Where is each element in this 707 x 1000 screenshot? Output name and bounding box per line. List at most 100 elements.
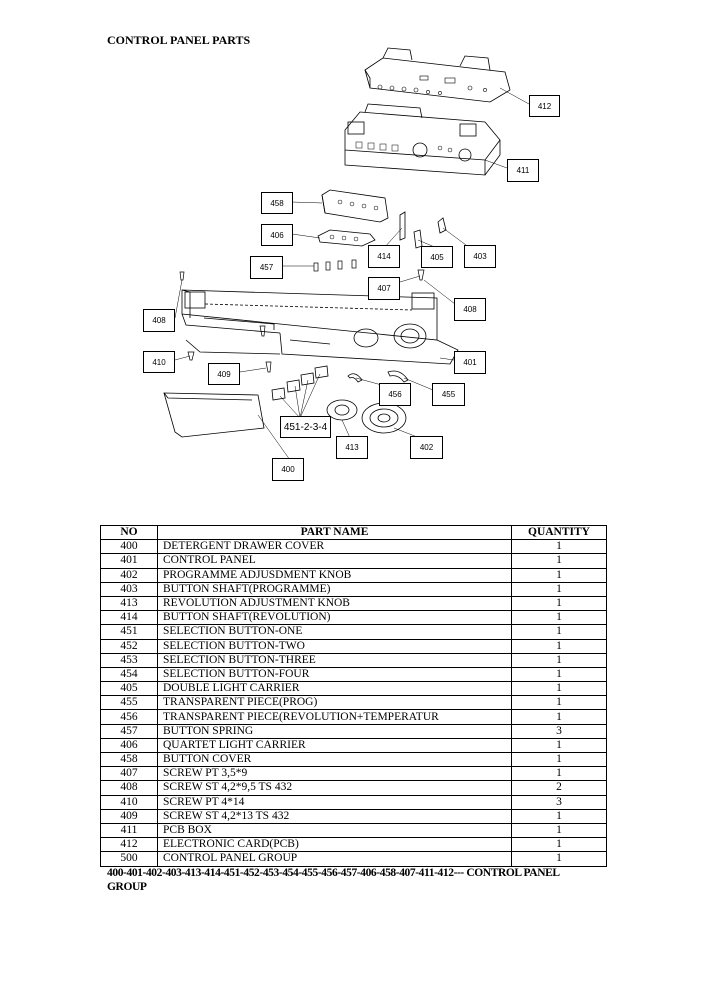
part-number-cell: 406 bbox=[100, 737, 158, 754]
callout-412: 412 bbox=[529, 95, 560, 117]
quantity-cell: 3 bbox=[511, 794, 607, 810]
quantity-cell: 1 bbox=[511, 709, 607, 725]
part-number-cell: 410 bbox=[100, 794, 158, 810]
part-number-cell: 407 bbox=[100, 766, 158, 782]
part-name-cell: PCB BOX bbox=[157, 822, 512, 839]
part-number-cell: 412 bbox=[100, 837, 158, 853]
callout-401: 401 bbox=[454, 351, 486, 374]
shafts-drawing bbox=[399, 211, 447, 249]
quantity-cell: 1 bbox=[511, 837, 607, 853]
exploded-parts-diagram bbox=[163, 47, 530, 461]
part-number-cell: 456 bbox=[100, 709, 158, 725]
part-name-cell: ELECTRONIC CARD(PCB) bbox=[157, 837, 512, 853]
callout-413: 413 bbox=[336, 436, 368, 459]
part-number-cell: 414 bbox=[100, 610, 158, 626]
quantity-cell: 1 bbox=[511, 553, 607, 569]
screws-drawing bbox=[179, 269, 425, 373]
part-name-cell: SCREW PT 4*14 bbox=[157, 794, 512, 810]
part-name-cell: SELECTION BUTTON-THREE bbox=[157, 652, 512, 668]
leader-lines bbox=[174, 87, 530, 461]
part-number-cell: 409 bbox=[100, 808, 158, 824]
callout-400: 400 bbox=[272, 458, 304, 481]
callout-456: 456 bbox=[379, 383, 411, 406]
callout-414: 414 bbox=[368, 245, 400, 268]
quantity-cell: 1 bbox=[511, 610, 607, 626]
part-name-cell: BUTTON SPRING bbox=[157, 723, 512, 739]
quantity-cell: 1 bbox=[511, 638, 607, 654]
part-name-cell: TRANSPARENT PIECE(REVOLUTION+TEMPERATUR bbox=[157, 709, 512, 725]
header-no: NO bbox=[100, 524, 158, 541]
table-header-row: NO PART NAME QUANTITY bbox=[100, 524, 607, 541]
callout-455: 455 bbox=[432, 383, 465, 406]
transparent-pieces-drawing bbox=[347, 370, 409, 383]
quantity-cell: 1 bbox=[511, 766, 607, 782]
quantity-cell: 1 bbox=[511, 595, 607, 612]
part-number-cell: 500 bbox=[100, 851, 158, 867]
part-number-cell: 457 bbox=[100, 723, 158, 739]
part-name-cell: BUTTON SHAFT(REVOLUTION) bbox=[157, 610, 512, 626]
pcb-card-drawing bbox=[364, 47, 511, 103]
part-name-cell: REVOLUTION ADJUSTMENT KNOB bbox=[157, 595, 512, 612]
callout-411: 411 bbox=[507, 159, 539, 182]
part-number-cell: 408 bbox=[100, 780, 158, 796]
quantity-cell: 1 bbox=[511, 539, 607, 555]
part-number-cell: 454 bbox=[100, 666, 158, 683]
part-number-cell: 413 bbox=[100, 595, 158, 612]
part-name-cell: TRANSPARENT PIECE(PROG) bbox=[157, 695, 512, 711]
part-number-cell: 453 bbox=[100, 652, 158, 668]
part-number-cell: 455 bbox=[100, 695, 158, 711]
part-name-cell: DOUBLE LIGHT CARRIER bbox=[157, 681, 512, 697]
header-quantity: QUANTITY bbox=[511, 524, 607, 541]
callout-403: 403 bbox=[464, 245, 496, 268]
callout-402: 402 bbox=[410, 436, 443, 459]
part-name-cell: SCREW ST 4,2*13 TS 432 bbox=[157, 808, 512, 824]
footer-note: 400-401-402-403-413-414-451-452-453-454-… bbox=[107, 867, 560, 893]
quantity-cell: 1 bbox=[511, 808, 607, 824]
part-number-cell: 458 bbox=[100, 751, 158, 768]
part-number-cell: 401 bbox=[100, 553, 158, 569]
callout-408-right: 408 bbox=[454, 298, 486, 321]
part-name-cell: BUTTON COVER bbox=[157, 751, 512, 768]
quantity-cell: 1 bbox=[511, 695, 607, 711]
quantity-cell: 1 bbox=[511, 822, 607, 839]
part-name-cell: SELECTION BUTTON-TWO bbox=[157, 638, 512, 654]
quantity-cell: 1 bbox=[511, 737, 607, 754]
part-number-cell: 451 bbox=[100, 624, 158, 640]
springs-drawing bbox=[313, 259, 357, 272]
callout-407: 407 bbox=[368, 277, 400, 300]
part-name-cell: BUTTON SHAFT(PROGRAMME) bbox=[157, 581, 512, 597]
quantity-cell: 1 bbox=[511, 681, 607, 697]
part-name-cell: PROGRAMME ADJUSDMENT KNOB bbox=[157, 567, 512, 583]
part-name-cell: SCREW PT 3,5*9 bbox=[157, 766, 512, 782]
part-number-cell: 403 bbox=[100, 581, 158, 597]
page-title: CONTROL PANEL PARTS bbox=[107, 33, 251, 47]
quantity-cell: 1 bbox=[511, 751, 607, 768]
pcb-box-drawing bbox=[344, 103, 501, 176]
quantity-cell: 1 bbox=[511, 652, 607, 668]
part-name-cell: CONTROL PANEL bbox=[157, 553, 512, 569]
part-number-cell: 405 bbox=[100, 681, 158, 697]
quantity-cell: 3 bbox=[511, 723, 607, 739]
callout-405: 405 bbox=[421, 246, 453, 268]
callout-409: 409 bbox=[208, 363, 240, 385]
callout-451-2-3-4: 451-2-3-4 bbox=[280, 416, 331, 438]
